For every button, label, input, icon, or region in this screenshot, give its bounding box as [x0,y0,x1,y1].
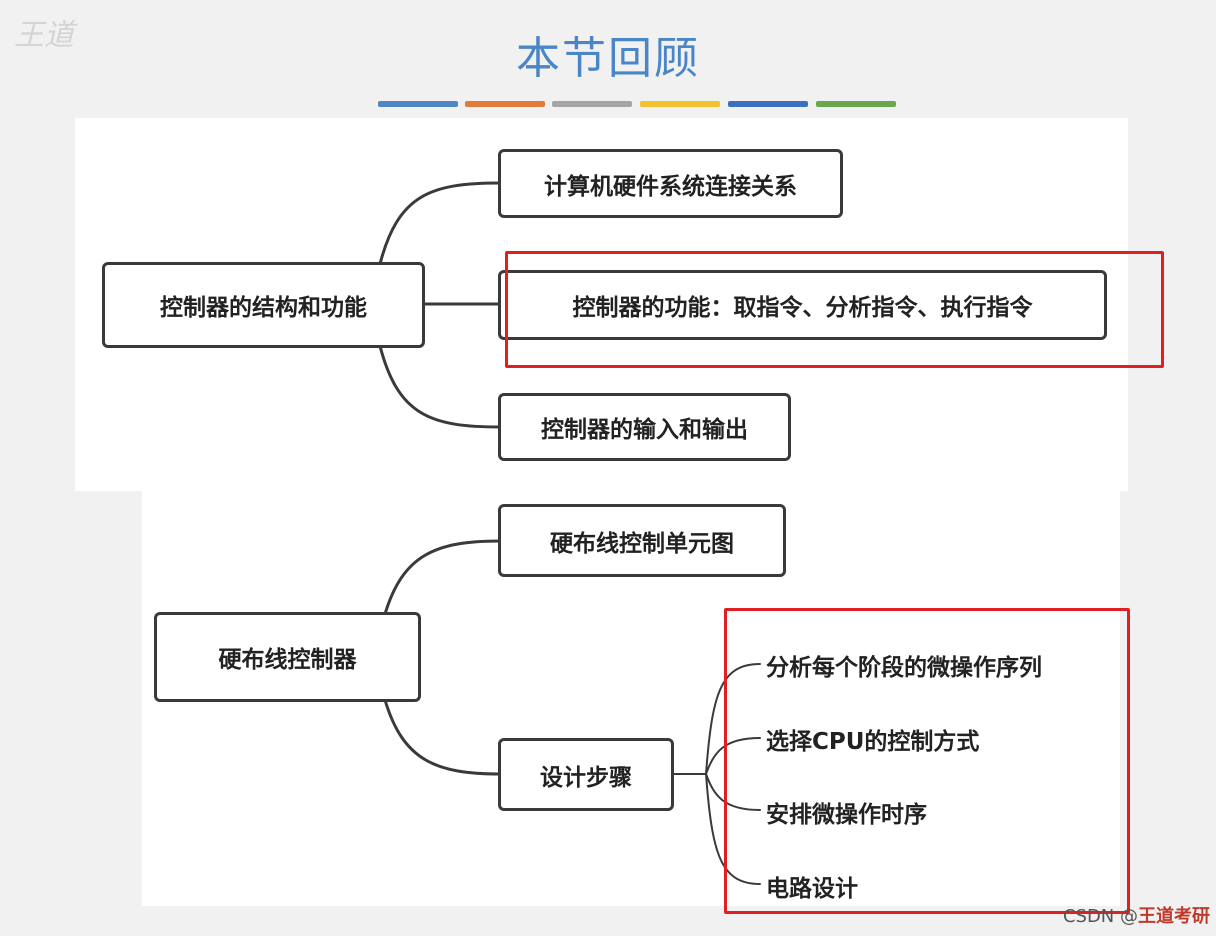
mindmap1-root-label: 控制器的结构和功能 [160,295,367,321]
csdn-watermark: CSDN @王道考研 [1063,902,1210,928]
mindmap1-child-label-3: 控制器的输入和输出 [541,417,748,443]
color-bar-4 [640,101,720,107]
mindmap2-root-label: 硬布线控制器 [218,647,357,673]
mindmap1-child-node-3: 控制器的输入和输出 [498,393,791,461]
mindmap2-child-label-2: 设计步骤 [540,764,632,791]
color-bar-5 [728,101,808,107]
connector-step-2 [705,737,761,775]
mindmap1-child-node-2: 控制器的功能：取指令、分析指令、执行指令 [498,270,1107,340]
mindmap1-child-label-1: 计算机硬件系统连接关系 [544,173,797,200]
mindmap2-child-label-1: 硬布线控制单元图 [550,530,734,557]
logo-watermark: 王道 [14,18,74,53]
slide-title: 本节回顾 [516,33,700,84]
highlight-box-design-steps [724,608,1130,914]
connector-root1-child3 [378,344,502,429]
mindmap2-child-node-2: 设计步骤 [498,738,674,811]
watermark-brand: 王道考研 [1138,906,1210,927]
highlight-box-controller-function [505,251,1164,368]
mindmap1-child-node-1: 计算机硬件系统连接关系 [498,149,843,218]
connector-root2-child2 [383,698,502,776]
design-step-3: 安排微操作时序 [766,802,927,828]
mindmap2-root-node: 硬布线控制器 [154,612,421,702]
connector-root2-child1 [383,539,502,616]
color-bar-3 [552,101,632,107]
design-step-4: 电路设计 [766,876,858,902]
watermark-source: CSDN @ [1062,906,1138,927]
color-bar-6 [816,101,896,107]
connector-step-3 [705,773,761,811]
color-bar-2 [465,101,545,107]
connector-step-1 [705,663,761,775]
connector-step-4 [705,773,761,885]
mindmap1-child-label-2: 控制器的功能：取指令、分析指令、执行指令 [572,295,1033,321]
design-step-2: 选择CPU的控制方式 [766,729,980,755]
connector-root1-child1 [378,181,502,266]
design-step-1: 分析每个阶段的微操作序列 [766,655,1042,681]
color-bar-1 [378,101,458,107]
mindmap2-child-node-1: 硬布线控制单元图 [498,504,786,577]
mindmap1-root-node: 控制器的结构和功能 [102,262,425,348]
